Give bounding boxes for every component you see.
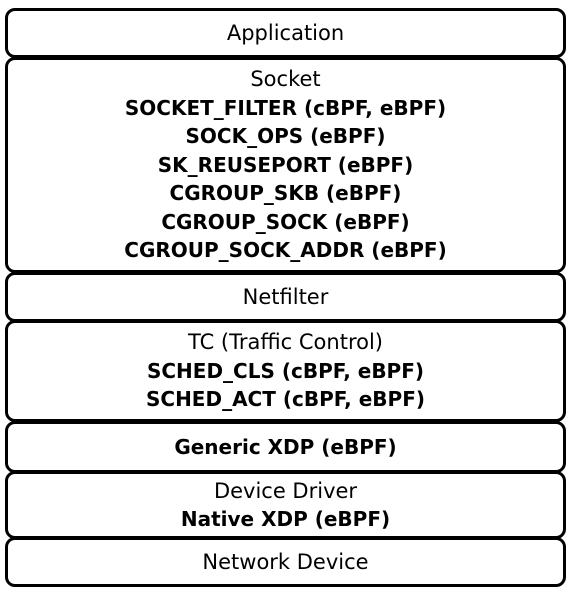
layer-title: Network Device <box>202 549 369 574</box>
layer-generic-xdp: Generic XDP (eBPF) <box>5 421 566 473</box>
layer-application: Application <box>5 8 566 58</box>
layer-title: TC (Traffic Control) <box>188 330 383 355</box>
hook-native-xdp: Native XDP (eBPF) <box>180 507 391 531</box>
hook-sched-act: SCHED_ACT (cBPF, eBPF) <box>145 387 426 412</box>
layer-network-device: Network Device <box>5 537 566 587</box>
layer-tc: TC (Traffic Control) SCHED_CLS (cBPF, eB… <box>5 320 566 422</box>
hook-cgroup-skb: CGROUP_SKB (eBPF) <box>169 181 402 206</box>
layer-netfilter: Netfilter <box>5 272 566 322</box>
hook-sched-cls: SCHED_CLS (cBPF, eBPF) <box>146 358 425 383</box>
hook-sock-ops: SOCK_OPS (eBPF) <box>185 124 386 149</box>
hook-generic-xdp: Generic XDP (eBPF) <box>174 434 397 459</box>
hook-cgroup-sock-addr: CGROUP_SOCK_ADDR (eBPF) <box>124 238 447 263</box>
hook-cgroup-sock: CGROUP_SOCK (eBPF) <box>161 209 410 234</box>
hook-socket-filter: SOCKET_FILTER (cBPF, eBPF) <box>124 95 447 120</box>
layer-socket: Socket SOCKET_FILTER (cBPF, eBPF) SOCK_O… <box>5 57 566 273</box>
layer-title: Device Driver <box>213 478 358 503</box>
layer-title: Netfilter <box>242 284 329 309</box>
layer-device-driver: Device Driver Native XDP (eBPF) <box>5 471 566 539</box>
layer-title: Application <box>226 20 345 45</box>
hook-sk-reuseport: SK_REUSEPORT (eBPF) <box>157 152 414 177</box>
layer-title: Socket <box>250 67 321 92</box>
